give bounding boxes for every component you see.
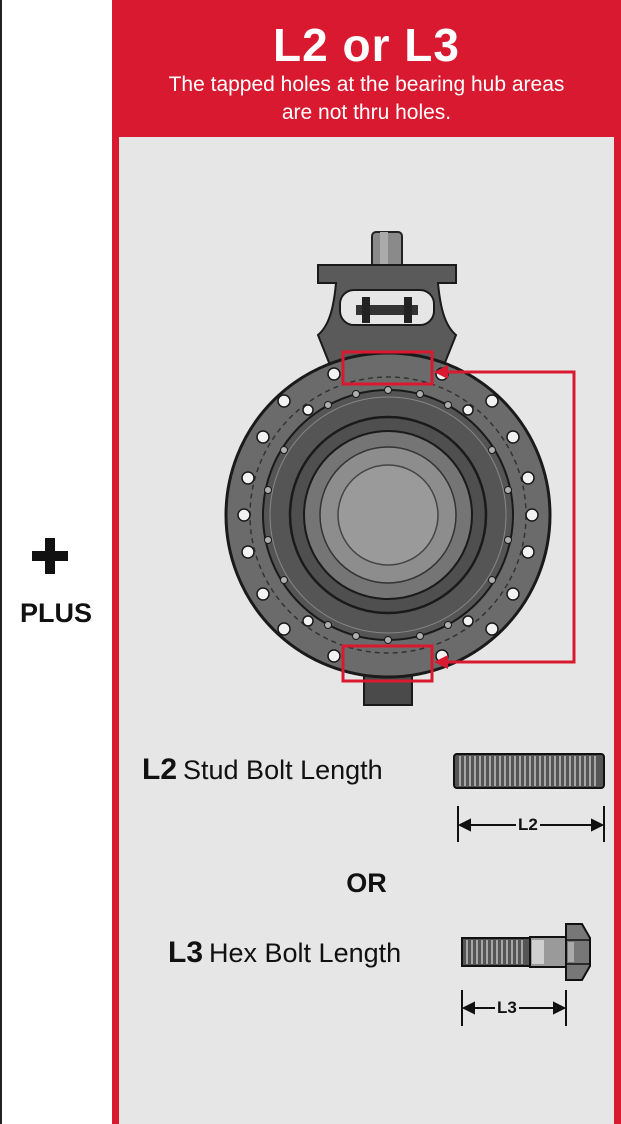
hex-bolt-code: L3 [168,936,204,969]
hex-bolt-text: Hex Bolt Length [209,938,402,968]
stud-bolt-dimension: L2 [516,815,540,835]
hex-bolt-icon [461,923,591,981]
panel-subtitle: The tapped holes at the bearing hub area… [168,73,565,124]
panel-title: L2 or L3 [273,19,460,71]
stud-bolt-icon [453,753,605,789]
plus-icon [32,538,68,574]
stud-bolt-code: L2 [142,753,178,786]
or-separator: OR [346,868,387,898]
left-divider [0,0,2,1124]
hex-bolt-dimension: L3 [495,998,519,1018]
stud-bolt-text: Stud Bolt Length [183,755,383,785]
panel-header: L2 or L3 The tapped holes at the bearing… [112,0,621,137]
plus-label: PLUS [19,598,92,628]
